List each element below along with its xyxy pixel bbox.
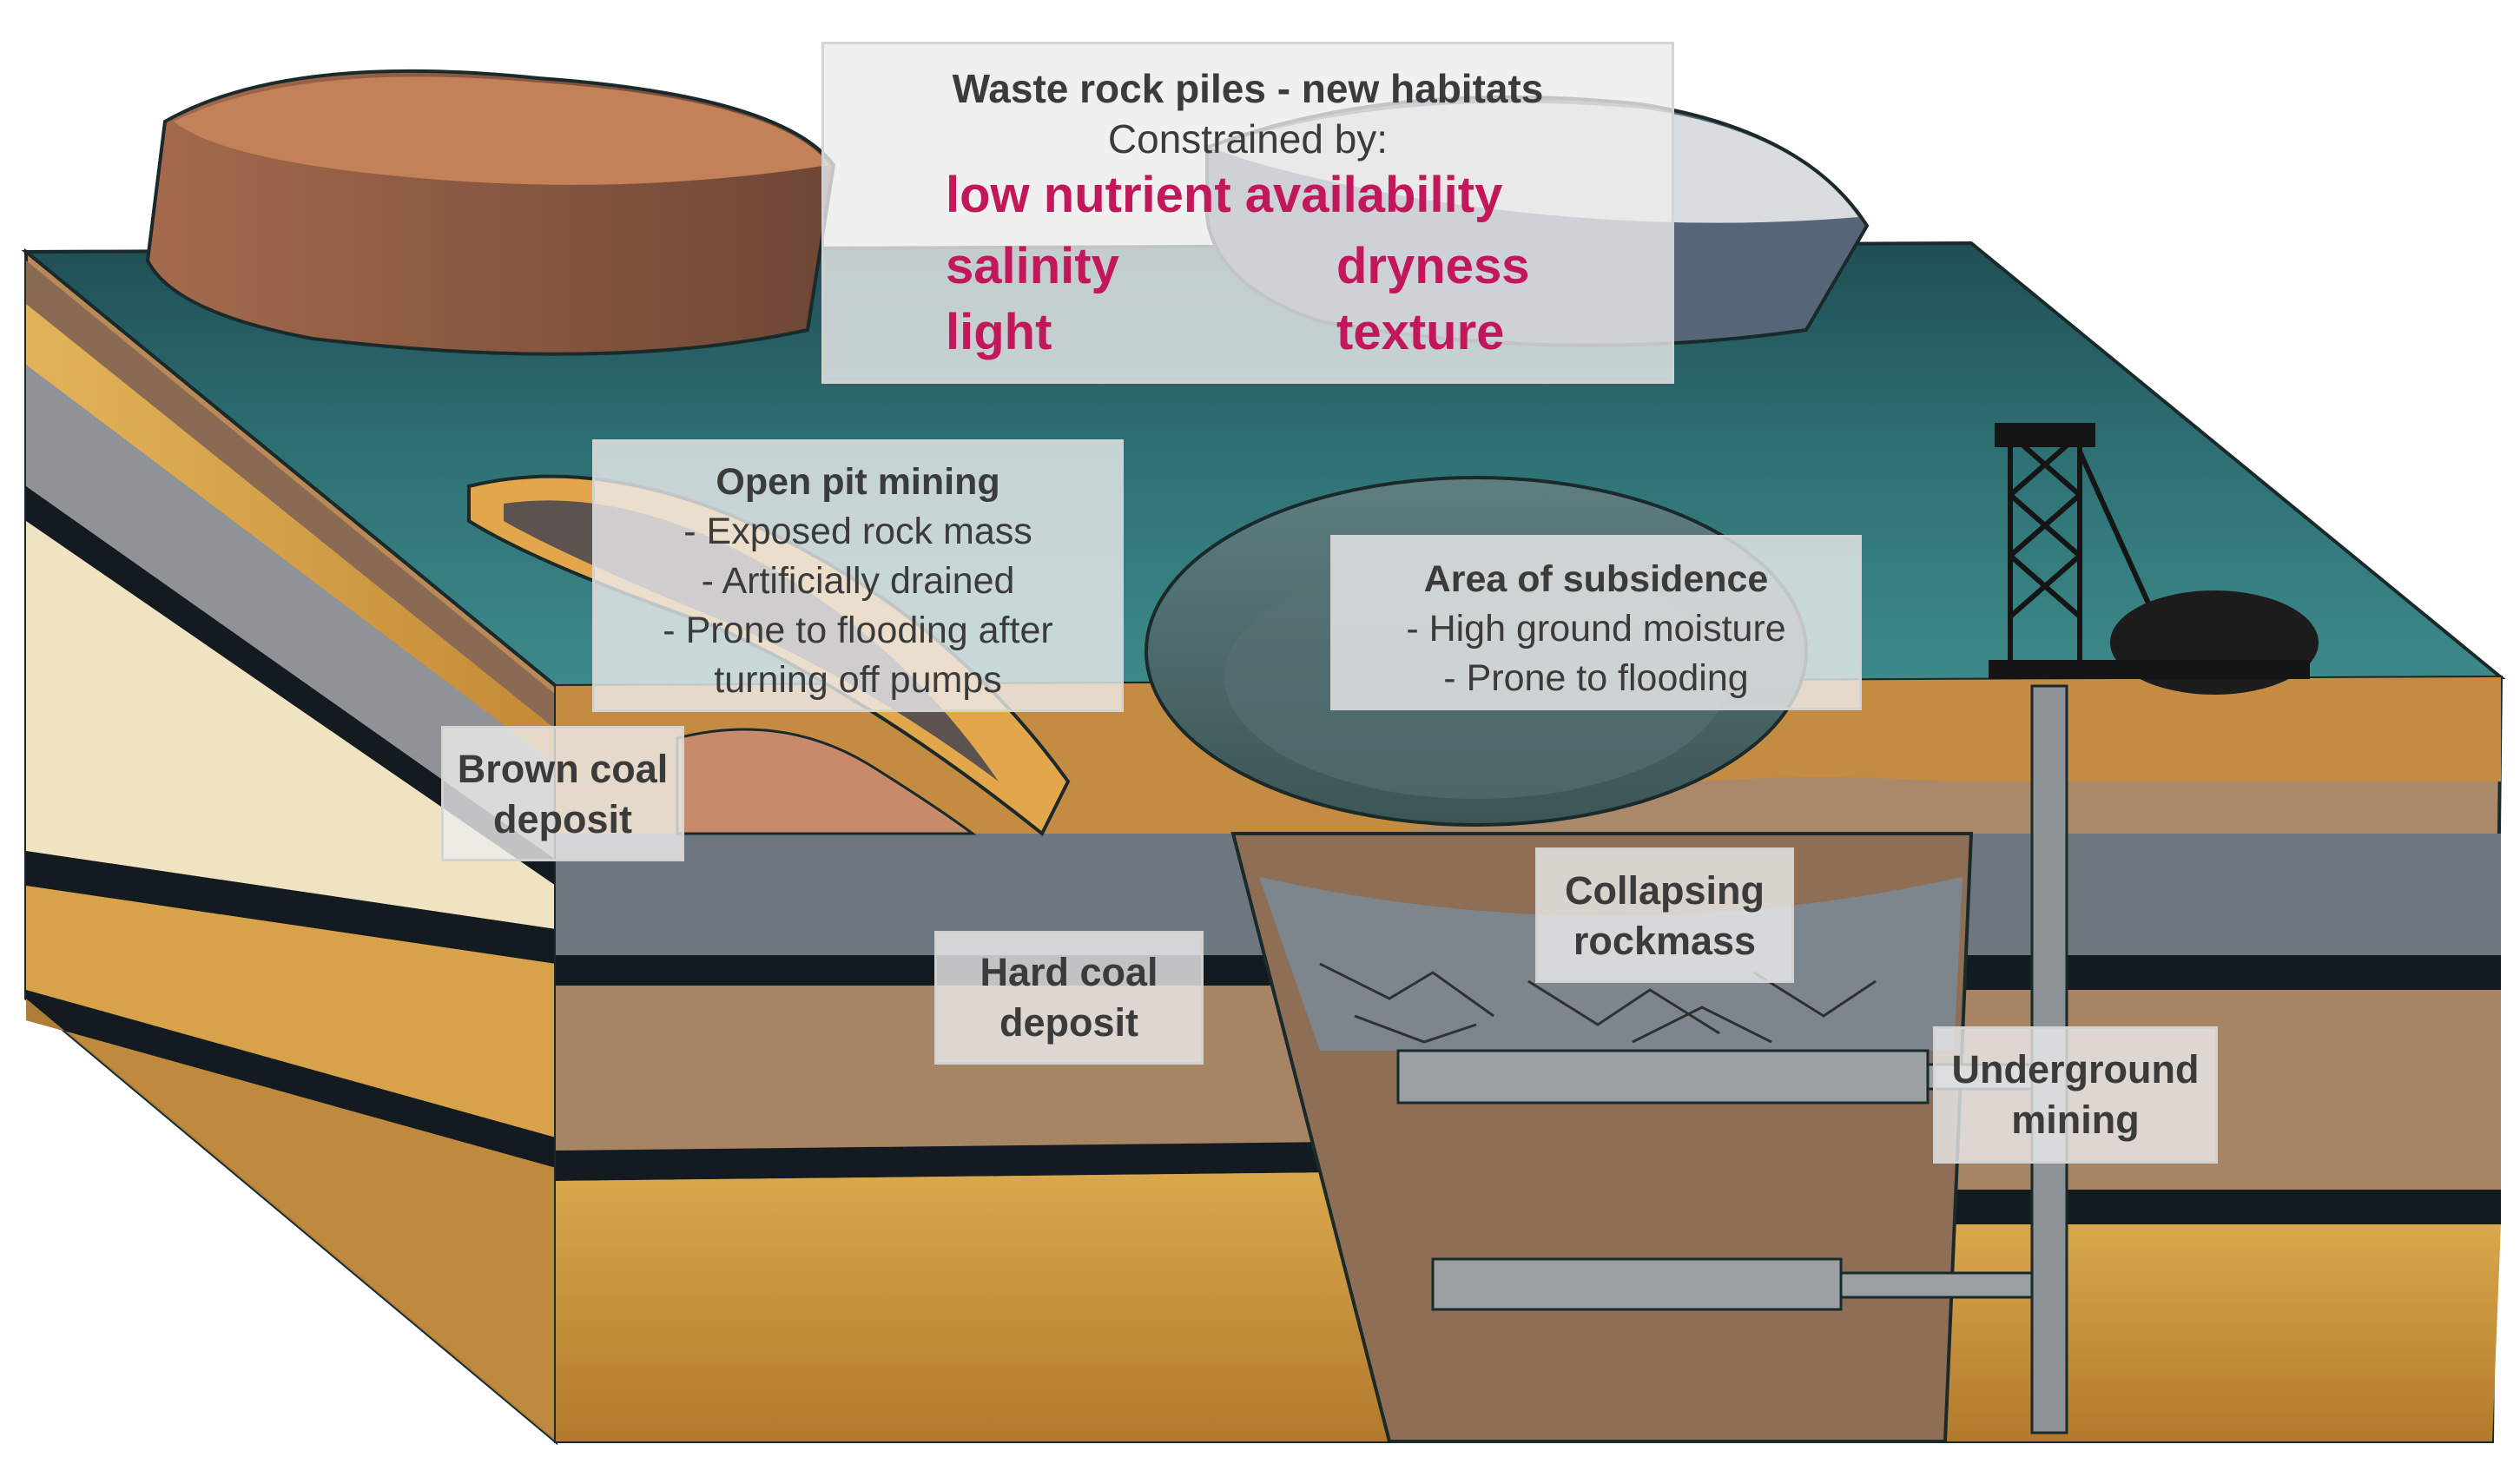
front-seam-1-right [1945, 955, 2501, 990]
open-pit-line: turning off pumps [714, 659, 1002, 701]
left-layer-sand-top [26, 304, 556, 764]
open-pit-bench [676, 728, 977, 835]
left-seam-1 [26, 486, 556, 886]
gallery-upper [1396, 1049, 1930, 1105]
constraint-nutrient: low nutrient availability [946, 167, 1503, 223]
subsidence-title: Area of subsidence [1423, 558, 1769, 600]
left-seam-3 [26, 990, 556, 1168]
constraint-salinity: salinity [946, 238, 1119, 294]
headframe-base [1989, 660, 2310, 679]
left-layer-cream [26, 521, 556, 929]
left-layer-bottom [26, 999, 556, 1441]
left-seam-2 [26, 851, 556, 964]
brown-coal-line: Brown coal [457, 747, 669, 791]
open-pit-line: - Artificially drained [701, 560, 1015, 602]
gallery-connector-lower [1839, 1271, 2034, 1299]
left-layer-sand-low [26, 886, 556, 1146]
constraint-dryness: dryness [1336, 238, 1530, 294]
subsidence-line: - High ground moisture [1406, 608, 1786, 650]
collapsing-rockmass-label: Collapsing rockmass [1535, 847, 1794, 983]
hard-coal-line: deposit [999, 1000, 1138, 1045]
open-pit-title: Open pit mining [716, 461, 1000, 503]
waste-rock-title: Waste rock piles - new habitats [952, 66, 1544, 111]
front-seam-2-right [1936, 1190, 2501, 1224]
left-layer-brown [26, 260, 556, 729]
underground-mining-label: Underground mining [1933, 1026, 2218, 1164]
open-pit-line: - Prone to flooding after [663, 610, 1053, 651]
open-pit-mining-label: Open pit mining - Exposed rock mass - Ar… [592, 439, 1124, 712]
waste-pile-left-top [174, 76, 829, 185]
constraint-texture: texture [1336, 304, 1505, 360]
underground-line: Underground [1951, 1047, 2200, 1091]
gallery-lower [1431, 1257, 1843, 1311]
hard-coal-line: Hard coal [980, 950, 1158, 994]
front-layer-sand-low [556, 1172, 1389, 1441]
waste-rock-piles-label: Waste rock piles - new habitats Constrai… [821, 42, 1674, 384]
front-seam-2 [556, 1142, 1342, 1181]
front-layer-grey-right [1945, 834, 2501, 964]
hard-coal-deposit-label: Hard coal deposit [934, 931, 1204, 1065]
constraints-grid: low nutrient availability salinity dryne… [946, 166, 1606, 374]
front-layer-sand-low-right [1919, 1224, 2501, 1441]
underground-line: mining [2011, 1098, 2140, 1142]
open-pit-line: - Exposed rock mass [683, 511, 1032, 552]
subsidence-line: - Prone to flooding [1443, 657, 1749, 699]
brown-coal-deposit-label: Brown coal deposit [441, 726, 684, 861]
constraint-light: light [946, 304, 1052, 360]
brown-coal-line: deposit [492, 797, 632, 841]
area-of-subsidence-label: Area of subsidence - High ground moistur… [1330, 535, 1862, 710]
collapsing-line: Collapsing [1564, 868, 1765, 913]
collapsing-line: rockmass [1573, 919, 1757, 963]
left-layer-grey [26, 365, 556, 860]
collapse-cracks [1319, 962, 1877, 1044]
waste-rock-subtitle: Constrained by: [1107, 116, 1389, 162]
